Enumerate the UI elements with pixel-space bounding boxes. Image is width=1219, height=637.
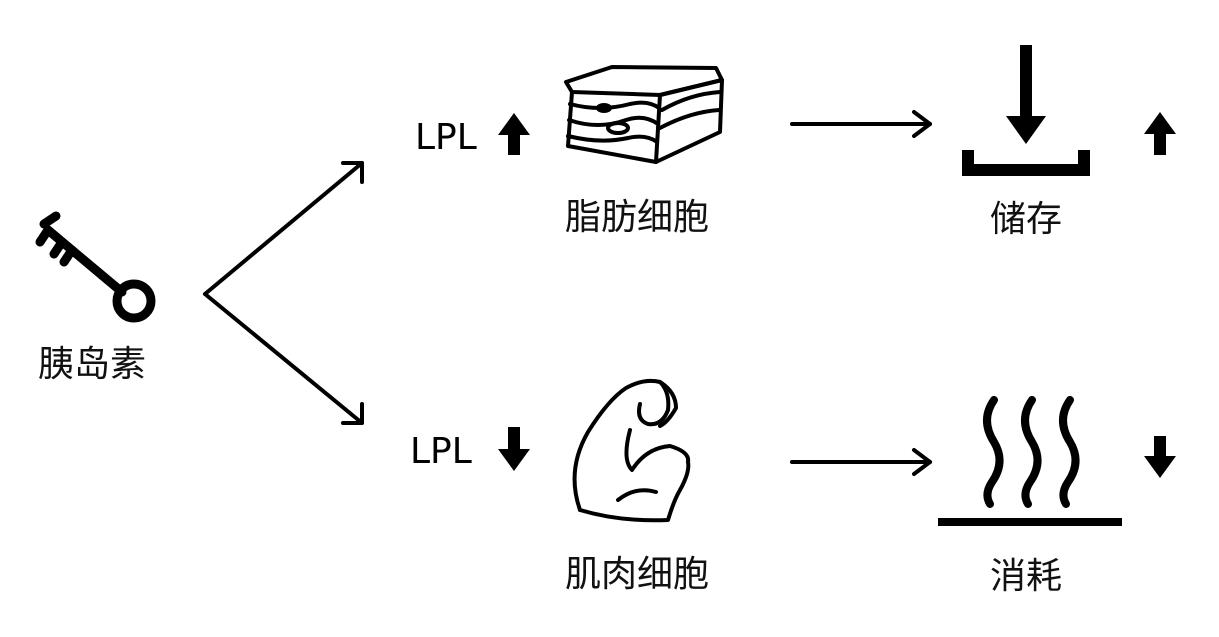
muscle-cell-label: 肌肉细胞	[565, 554, 710, 595]
storage-icon	[962, 45, 1090, 176]
fat-tissue-icon	[564, 65, 724, 164]
key-icon	[35, 211, 156, 323]
lpl-label-top: LPL	[415, 117, 477, 158]
lpl-down-arrow	[498, 427, 530, 471]
storage-up-arrow	[1144, 112, 1176, 155]
branch-arrow-up	[203, 161, 364, 296]
insulin-label: 胰岛素	[38, 344, 147, 385]
lpl-label-bottom: LPL	[410, 431, 472, 472]
consumption-down-arrow	[1144, 436, 1176, 478]
heat-icon	[938, 396, 1122, 526]
lpl-up-arrow	[498, 113, 530, 155]
consumption-label: 消耗	[990, 556, 1063, 597]
arrow-to-consumption	[790, 448, 932, 476]
fat-cell-label: 脂肪细胞	[565, 197, 710, 238]
branch-arrow-down	[203, 292, 364, 425]
arrow-to-storage	[790, 110, 932, 138]
storage-label: 储存	[990, 199, 1063, 240]
flexed-biceps-icon	[572, 378, 691, 523]
